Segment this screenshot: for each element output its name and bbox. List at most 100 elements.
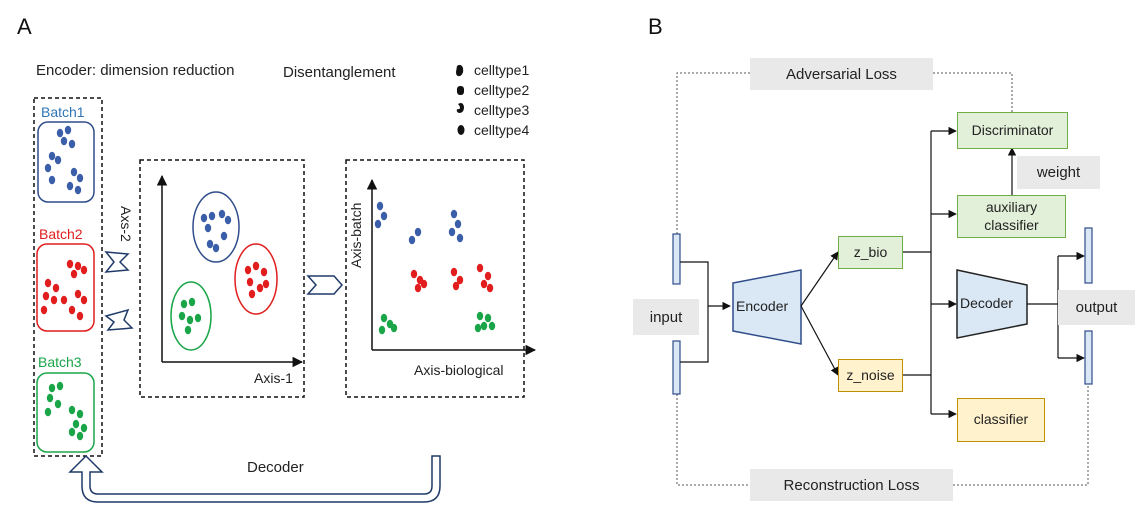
plot1-cell-red xyxy=(252,261,260,271)
encoder-shape xyxy=(732,269,802,345)
batch2-cell xyxy=(80,265,88,275)
batch3-cell xyxy=(76,409,84,419)
disentangle-step-label: Disentanglement xyxy=(283,64,396,81)
chevron-arrow-2 xyxy=(104,308,134,331)
batch3-box xyxy=(36,372,95,453)
batch1-cell xyxy=(70,167,78,177)
plot1-cell-blue xyxy=(220,231,228,241)
plot1-cell-red xyxy=(256,283,264,293)
plot2-cell-green xyxy=(378,325,386,335)
plot1-cell-green xyxy=(186,315,194,325)
batch1-cell xyxy=(48,151,56,161)
plot1-cell-green xyxy=(184,325,192,335)
batch3-cell xyxy=(68,427,76,437)
auxiliary-classifier-box: auxiliary classifier xyxy=(957,195,1066,238)
plot2-cell-green xyxy=(484,313,492,323)
weight-label: weight xyxy=(1017,156,1100,189)
plot1-cell-blue xyxy=(224,215,232,225)
plot2-cell-blue xyxy=(376,201,384,211)
batch2-cell xyxy=(44,278,52,288)
decoder-step-label: Decoder xyxy=(247,459,304,476)
plot1-cell-blue xyxy=(212,243,220,253)
plot1-cell-red xyxy=(244,265,252,275)
output-bar-bottom xyxy=(1084,330,1093,385)
legend-celltype4: celltype4 xyxy=(474,122,530,138)
batch1-cell xyxy=(56,128,64,138)
batch1-cell xyxy=(54,155,62,165)
batch1-label: Batch1 xyxy=(41,104,85,120)
batch1-cell xyxy=(74,185,82,195)
batch3-cell xyxy=(44,407,52,417)
plot2-cell-red xyxy=(480,279,488,289)
plot2-cell-red xyxy=(484,271,492,281)
batch1-cell xyxy=(76,173,84,183)
batch1-cell xyxy=(68,139,76,149)
plot2-cell-red xyxy=(476,263,484,273)
input-bar-top xyxy=(672,233,681,285)
batch1-cell xyxy=(64,125,72,135)
plot1-cluster-green xyxy=(170,281,212,351)
z-bio-box: z_bio xyxy=(838,236,903,269)
batch1-cell xyxy=(48,175,56,185)
plot1-cell-green xyxy=(188,297,196,307)
batch1-cell xyxy=(44,163,52,173)
plot2-cell-red xyxy=(450,267,458,277)
plot1-cell-blue xyxy=(206,239,214,249)
batch1-box xyxy=(37,121,95,203)
plot2-cell-green xyxy=(480,321,488,331)
encoder-label: Encoder xyxy=(736,298,789,314)
plot1-cell-blue xyxy=(218,209,226,219)
decoder-return-arrow xyxy=(68,454,441,503)
plot2-cell-green xyxy=(380,313,388,323)
batch2-cell xyxy=(74,261,82,271)
plot1-cell-blue xyxy=(204,223,212,233)
plot2-cell-red xyxy=(452,281,460,291)
classifier-box: classifier xyxy=(957,398,1045,442)
legend-icons xyxy=(456,64,465,135)
plot2-cell-blue xyxy=(456,233,464,243)
plot1-y-axis-label: Axs-2 xyxy=(118,206,134,242)
batch2-cell xyxy=(40,305,48,315)
encoder-step-label: Encoder: dimension reduction xyxy=(36,62,235,79)
batch2-box xyxy=(36,243,95,332)
batch2-cell xyxy=(76,311,84,321)
plot2-cell-red xyxy=(410,269,418,279)
plot1-x-axis-label: Axis-1 xyxy=(254,370,293,386)
batch3-cell xyxy=(80,423,88,433)
z-noise-box: z_noise xyxy=(838,359,903,392)
panel-a-letter: A xyxy=(17,14,32,39)
reconstruction-loss-label: Reconstruction Loss xyxy=(750,469,953,501)
batch2-cell xyxy=(80,295,88,305)
plot1-cell-red xyxy=(248,289,256,299)
plot2-cell-blue xyxy=(374,219,382,229)
plot1-cell-green xyxy=(180,299,188,309)
plot2-x-axis-label: Axis-biological xyxy=(414,362,504,378)
batch2-cell xyxy=(60,295,68,305)
batch2-cell xyxy=(68,305,76,315)
legend-celltype3: celltype3 xyxy=(474,102,530,118)
plot2-cell-green xyxy=(390,323,398,333)
plot1-cell-red xyxy=(246,277,254,287)
plot2-y-axis-label: Axis-batch xyxy=(348,202,364,268)
plot2-cell-red xyxy=(420,279,428,289)
plot2-cell-green xyxy=(474,323,482,333)
batch2-cell xyxy=(50,295,58,305)
plot2-cell-green xyxy=(476,311,484,321)
batch2-cell xyxy=(52,283,60,293)
input-label: input xyxy=(633,299,699,335)
plot2-cell-blue xyxy=(408,235,416,245)
panel-b-letter: B xyxy=(648,14,663,39)
adversarial-loss-label: Adversarial Loss xyxy=(750,58,933,90)
batch3-cell xyxy=(54,399,62,409)
plot2-cell-blue xyxy=(450,209,458,219)
batch2-label: Batch2 xyxy=(39,226,83,242)
plot1-cell-red xyxy=(260,267,268,277)
plot2-cell-blue xyxy=(380,211,388,221)
plot1-cell-red xyxy=(262,279,270,289)
batch2-cell xyxy=(74,289,82,299)
plot1-frame xyxy=(139,159,305,398)
output-label: output xyxy=(1058,290,1135,325)
batch2-cell xyxy=(42,291,50,301)
batch1-cell xyxy=(66,181,74,191)
batch3-cell xyxy=(56,381,64,391)
